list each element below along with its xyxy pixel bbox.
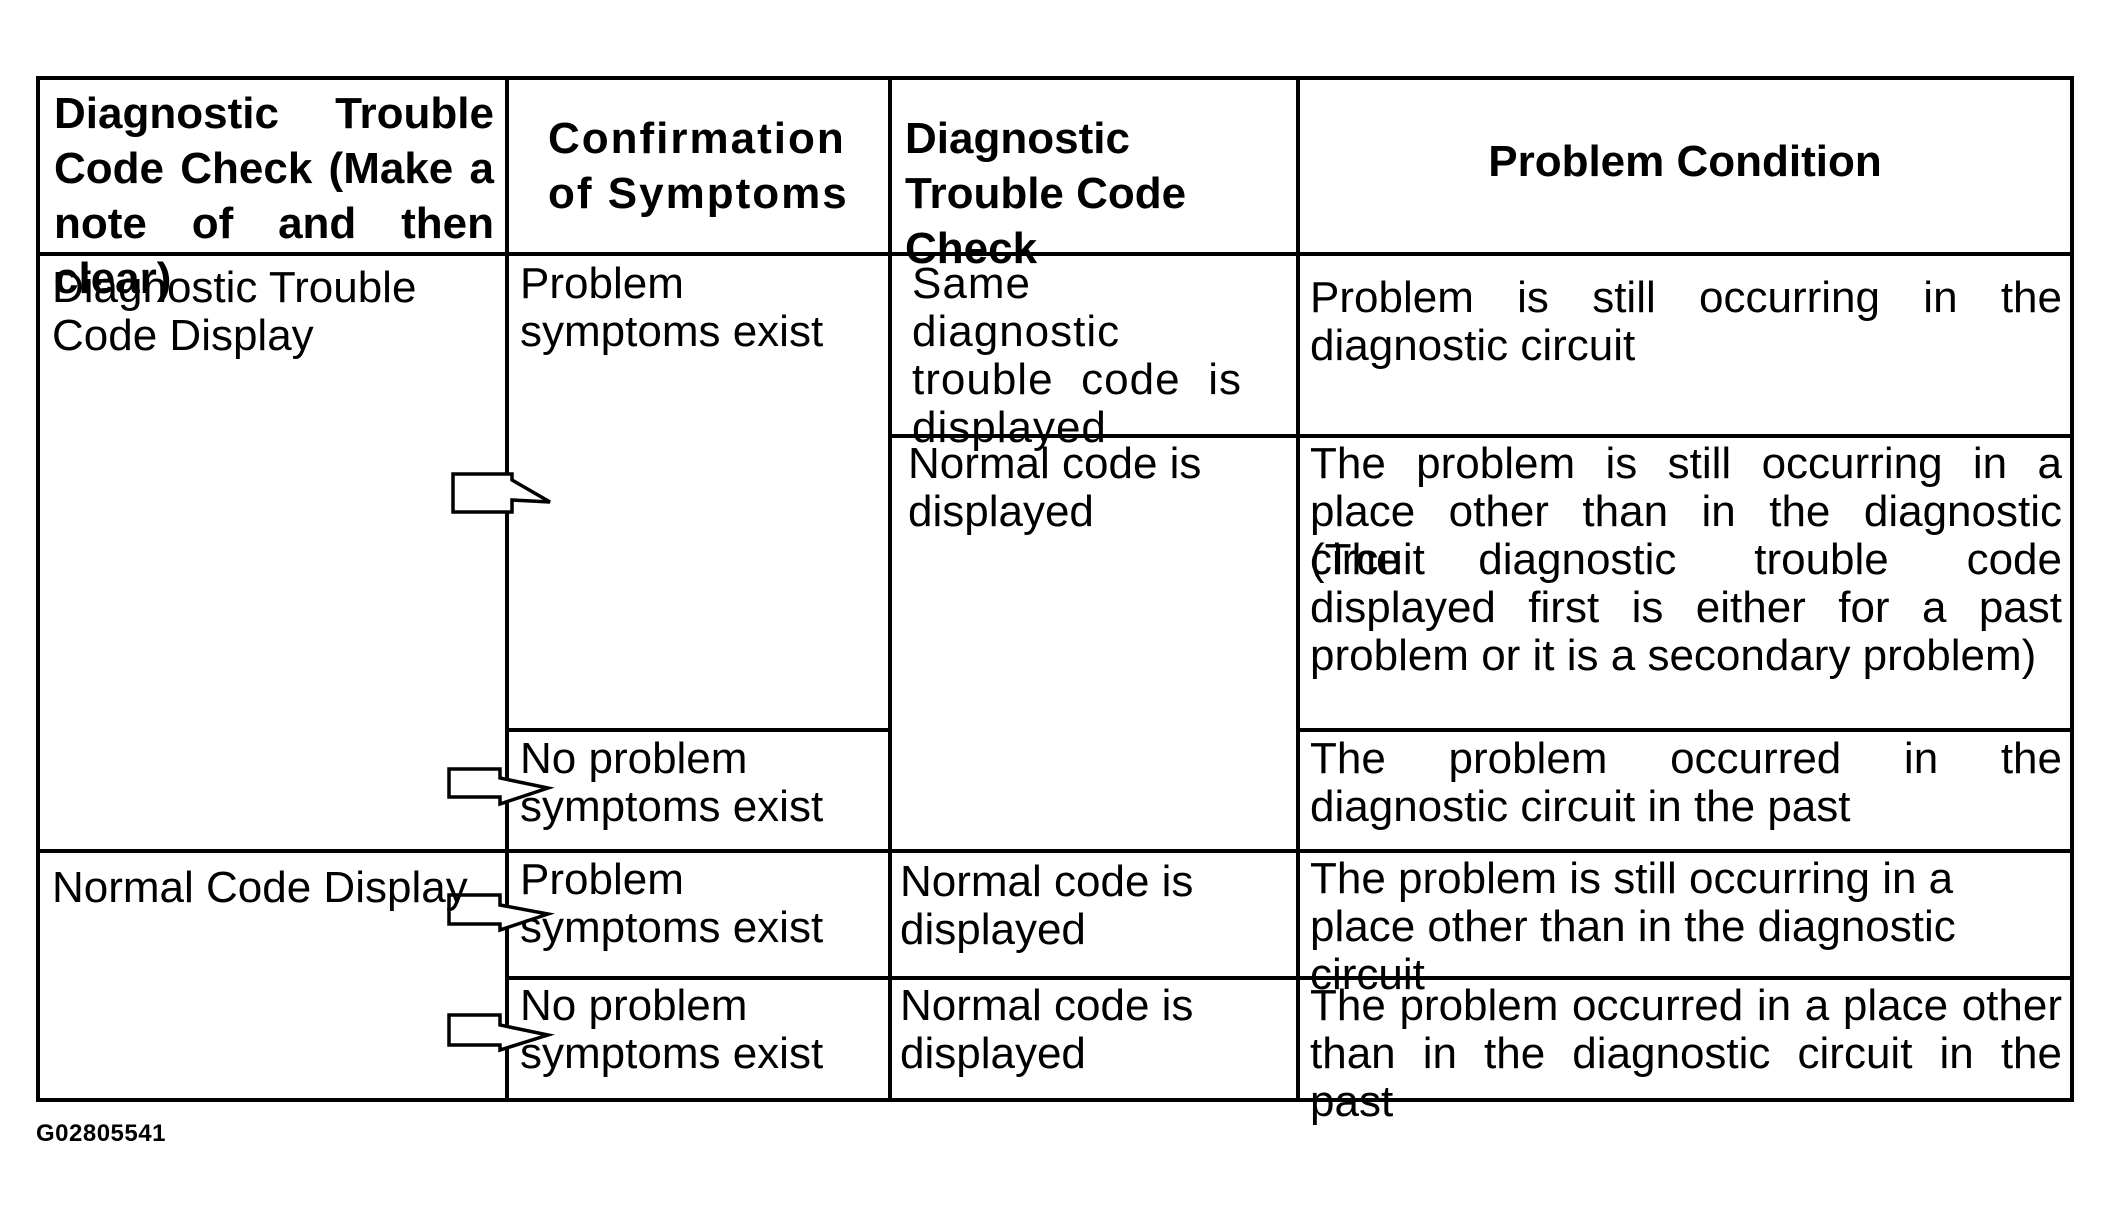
normal-code-display-label: Normal Code Display [52, 863, 468, 912]
arrow-icon [451, 472, 551, 514]
condition-other-place-2: The problem is still occurring in a plac… [1310, 854, 1956, 999]
condition-past-other-place: The problem occurred in a place other th… [1310, 981, 2062, 1126]
dtc-display-label: Diagnostic Trouble Code Display [52, 263, 417, 360]
problem-symptoms-exist-1: Problem symptoms exist [520, 259, 824, 356]
arrow-icon [447, 767, 555, 807]
normal-code-displayed-2: Normal code is displayed [900, 857, 1194, 954]
problem-symptoms-exist-2: Problem symptoms exist [520, 855, 824, 952]
same-dtc-displayed: Same diagnostic trouble code is displaye… [912, 259, 1242, 452]
condition-past-diagnostic: The problem occurred in the diagnostic c… [1310, 734, 2062, 831]
normal-code-displayed-1: Normal code is displayed [908, 439, 1202, 536]
arrow-icon [447, 893, 555, 933]
table-outer-border [36, 76, 2074, 1102]
no-problem-symptoms-1: No problem symptoms exist [520, 734, 824, 831]
figure-id: G02805541 [36, 1120, 166, 1147]
header-confirmation-of-symptoms: Confirmation of Symptoms [548, 114, 849, 218]
header-problem-condition: Problem Condition [1488, 137, 1882, 186]
arrow-icon [447, 1013, 555, 1053]
condition-still-occurring-diagnostic: Problem is still occurring in the diagno… [1310, 273, 2062, 370]
condition-other-place-note: (The diagnostic trouble code displayed f… [1310, 535, 2062, 680]
condition-other-place: The problem is still occurring in a plac… [1310, 439, 2062, 584]
no-problem-symptoms-2: No problem symptoms exist [520, 981, 824, 1078]
header-dtc-check-clear: Diagnostic Trouble Code Check (Make a no… [54, 89, 494, 303]
normal-code-displayed-3: Normal code is displayed [900, 981, 1194, 1078]
header-dtc-check: Diagnostic Trouble Code Check [905, 114, 1187, 273]
